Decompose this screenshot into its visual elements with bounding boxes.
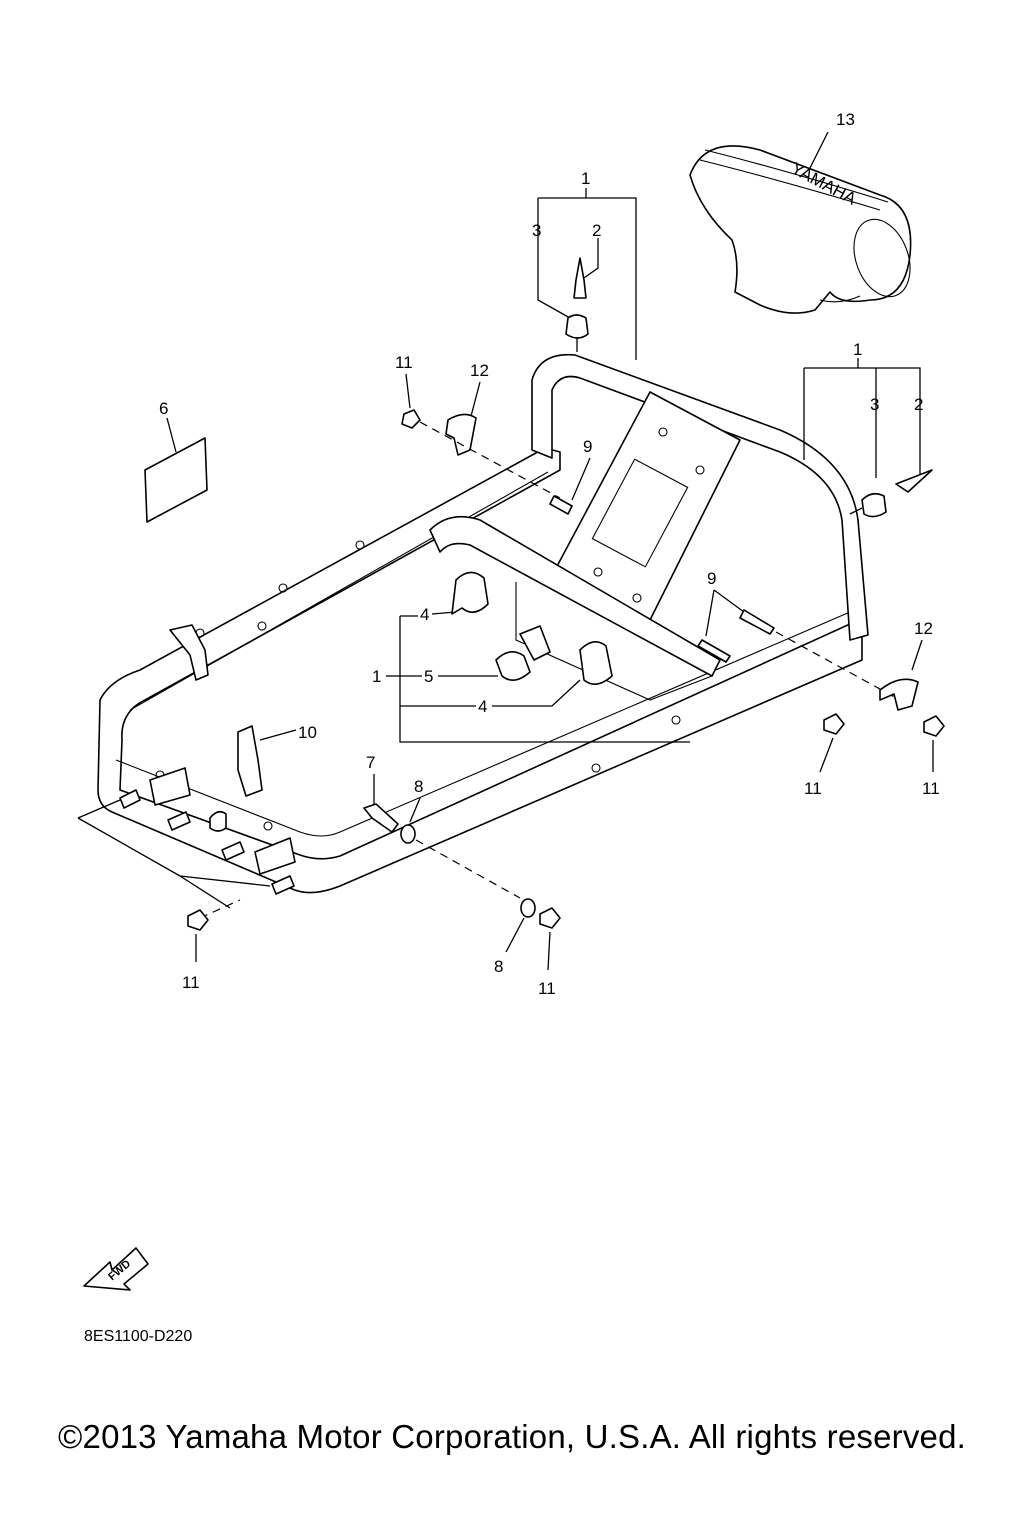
- callout-11-c: 11: [804, 779, 822, 798]
- callout-2-right: 2: [914, 395, 923, 414]
- parts-diagram: YAMAHA 13: [77, 110, 945, 1291]
- callout-9-b: 9: [707, 569, 716, 588]
- callout-1-right: 1: [853, 340, 862, 359]
- callout-9-a: 9: [583, 437, 592, 456]
- label-part-6: [144, 437, 208, 523]
- callout-5: 5: [424, 667, 433, 686]
- copyright-notice: ©2013 Yamaha Motor Corporation, U.S.A. A…: [58, 1418, 966, 1455]
- callout-2-top: 2: [592, 221, 601, 240]
- callout-8-b: 8: [494, 957, 503, 976]
- callout-13: 13: [836, 110, 855, 129]
- callout-1-top: 1: [581, 169, 590, 188]
- callout-12-b: 12: [914, 619, 933, 638]
- callout-3-right: 3: [870, 395, 879, 414]
- fwd-arrow-icon: FWD: [83, 1247, 149, 1291]
- callout-3-top: 3: [532, 221, 541, 240]
- diagram-code: 8ES1100-D220: [84, 1328, 193, 1345]
- callout-6: 6: [159, 399, 168, 418]
- callout-10: 10: [298, 723, 317, 742]
- callout-1-left: 1: [372, 667, 381, 686]
- callout-4-b: 4: [478, 697, 487, 716]
- callout-11-e: 11: [182, 973, 200, 992]
- callout-8-a: 8: [414, 777, 423, 796]
- hand-pole-frame: [97, 353, 869, 894]
- callout-11-a: 11: [395, 353, 413, 372]
- handle-cover-part-13: YAMAHA: [689, 145, 912, 314]
- callout-11-d: 11: [538, 979, 556, 998]
- callout-12-a: 12: [470, 361, 489, 380]
- callout-7: 7: [366, 753, 375, 772]
- callout-11-b: 11: [922, 779, 940, 798]
- callout-4-a: 4: [420, 605, 429, 624]
- tie-part-10: [237, 725, 263, 797]
